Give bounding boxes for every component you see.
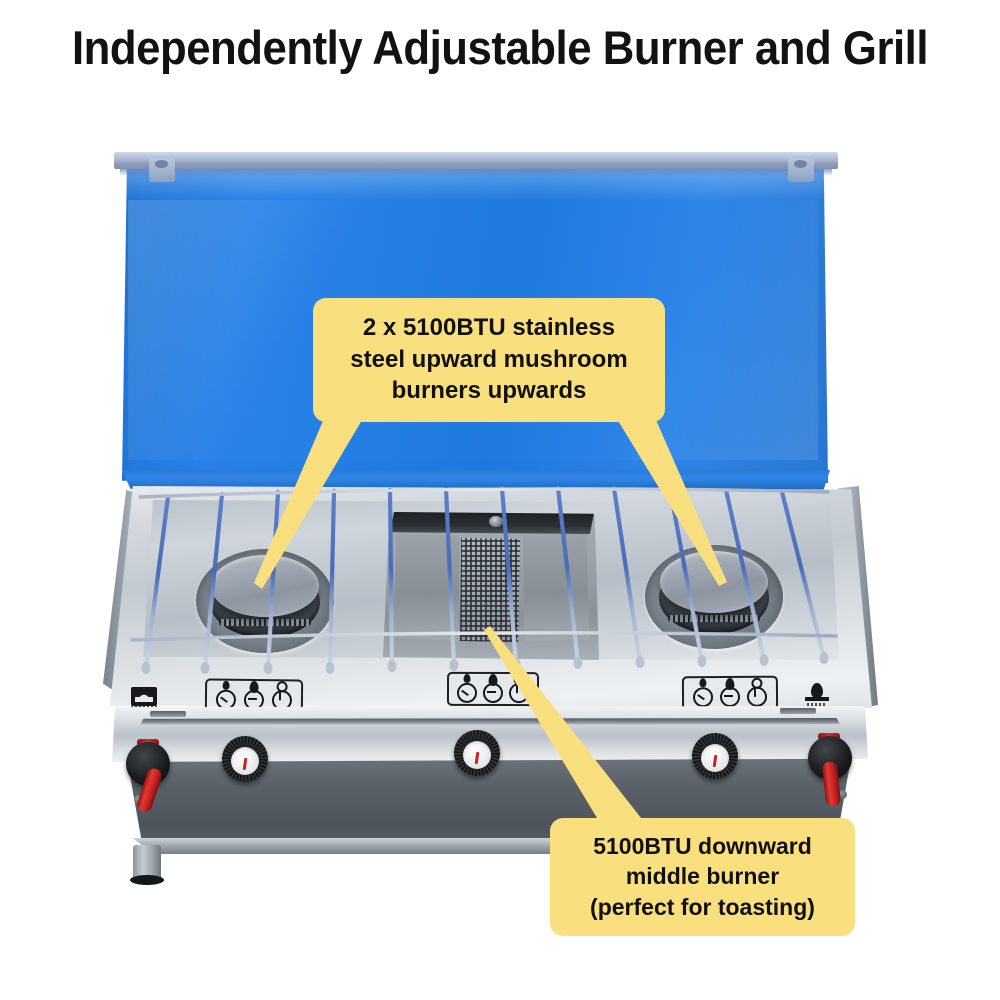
burner-knob-right[interactable]: [692, 733, 738, 779]
page-title: Independently Adjustable Burner and Gril…: [71, 21, 929, 74]
callout-line: middle burner: [625, 863, 780, 890]
callout-line: 5100BTU downward: [593, 833, 812, 859]
decal-high-flame-icon: [481, 673, 505, 704]
vent-slot: [780, 708, 816, 714]
decal-high-flame-icon: [718, 677, 742, 708]
stove-foot-left: [130, 845, 164, 885]
callout-upward-burners: 2 x 5100BTU stainless steel upward mushr…: [313, 298, 665, 423]
callout-line: 2 x 5100BTU stainless: [362, 314, 616, 341]
burner-knob-left[interactable]: [222, 736, 268, 782]
center-grill-side-right: [523, 534, 589, 642]
decal-high-flame-icon: [242, 680, 266, 711]
body-rivet: [838, 790, 847, 799]
lid-rim-shadow: [120, 167, 832, 175]
decal-off-icon: [745, 677, 769, 708]
lid-hinge-tab-left: [149, 158, 175, 182]
knob-pointer: [242, 757, 248, 771]
decal-low-flame-icon: [691, 678, 715, 708]
callout-downward-burner: 5100BTU downward middle burner (perfect …: [550, 818, 855, 937]
decal-low-flame-icon: [455, 673, 479, 704]
callout-line: steel upward mushroom: [350, 345, 628, 373]
left-burner-cap: [211, 555, 319, 617]
decal-low-flame-icon: [214, 680, 238, 711]
callout-line: (perfect for toasting): [590, 893, 815, 920]
vent-slot: [150, 711, 186, 717]
burner-knob-center[interactable]: [454, 730, 500, 776]
center-grill-mesh: [460, 538, 520, 642]
warning-badge-icon: [131, 687, 157, 706]
control-decal-center: [446, 671, 540, 707]
callout-line: burners upwards: [391, 377, 587, 405]
right-burner-cap: [660, 551, 768, 613]
center-grill-side-left: [393, 534, 459, 641]
lid-hinge-tab-right: [788, 158, 814, 182]
center-grill-screw: [489, 516, 503, 527]
knob-pointer: [474, 751, 480, 765]
knob-pointer: [712, 754, 718, 768]
control-decal-right: [681, 675, 779, 711]
brand-flame-logo-icon: [805, 683, 829, 707]
fascia-groove: [140, 718, 840, 725]
lid-top-rim: [114, 152, 838, 169]
decal-off-icon: [507, 674, 531, 704]
